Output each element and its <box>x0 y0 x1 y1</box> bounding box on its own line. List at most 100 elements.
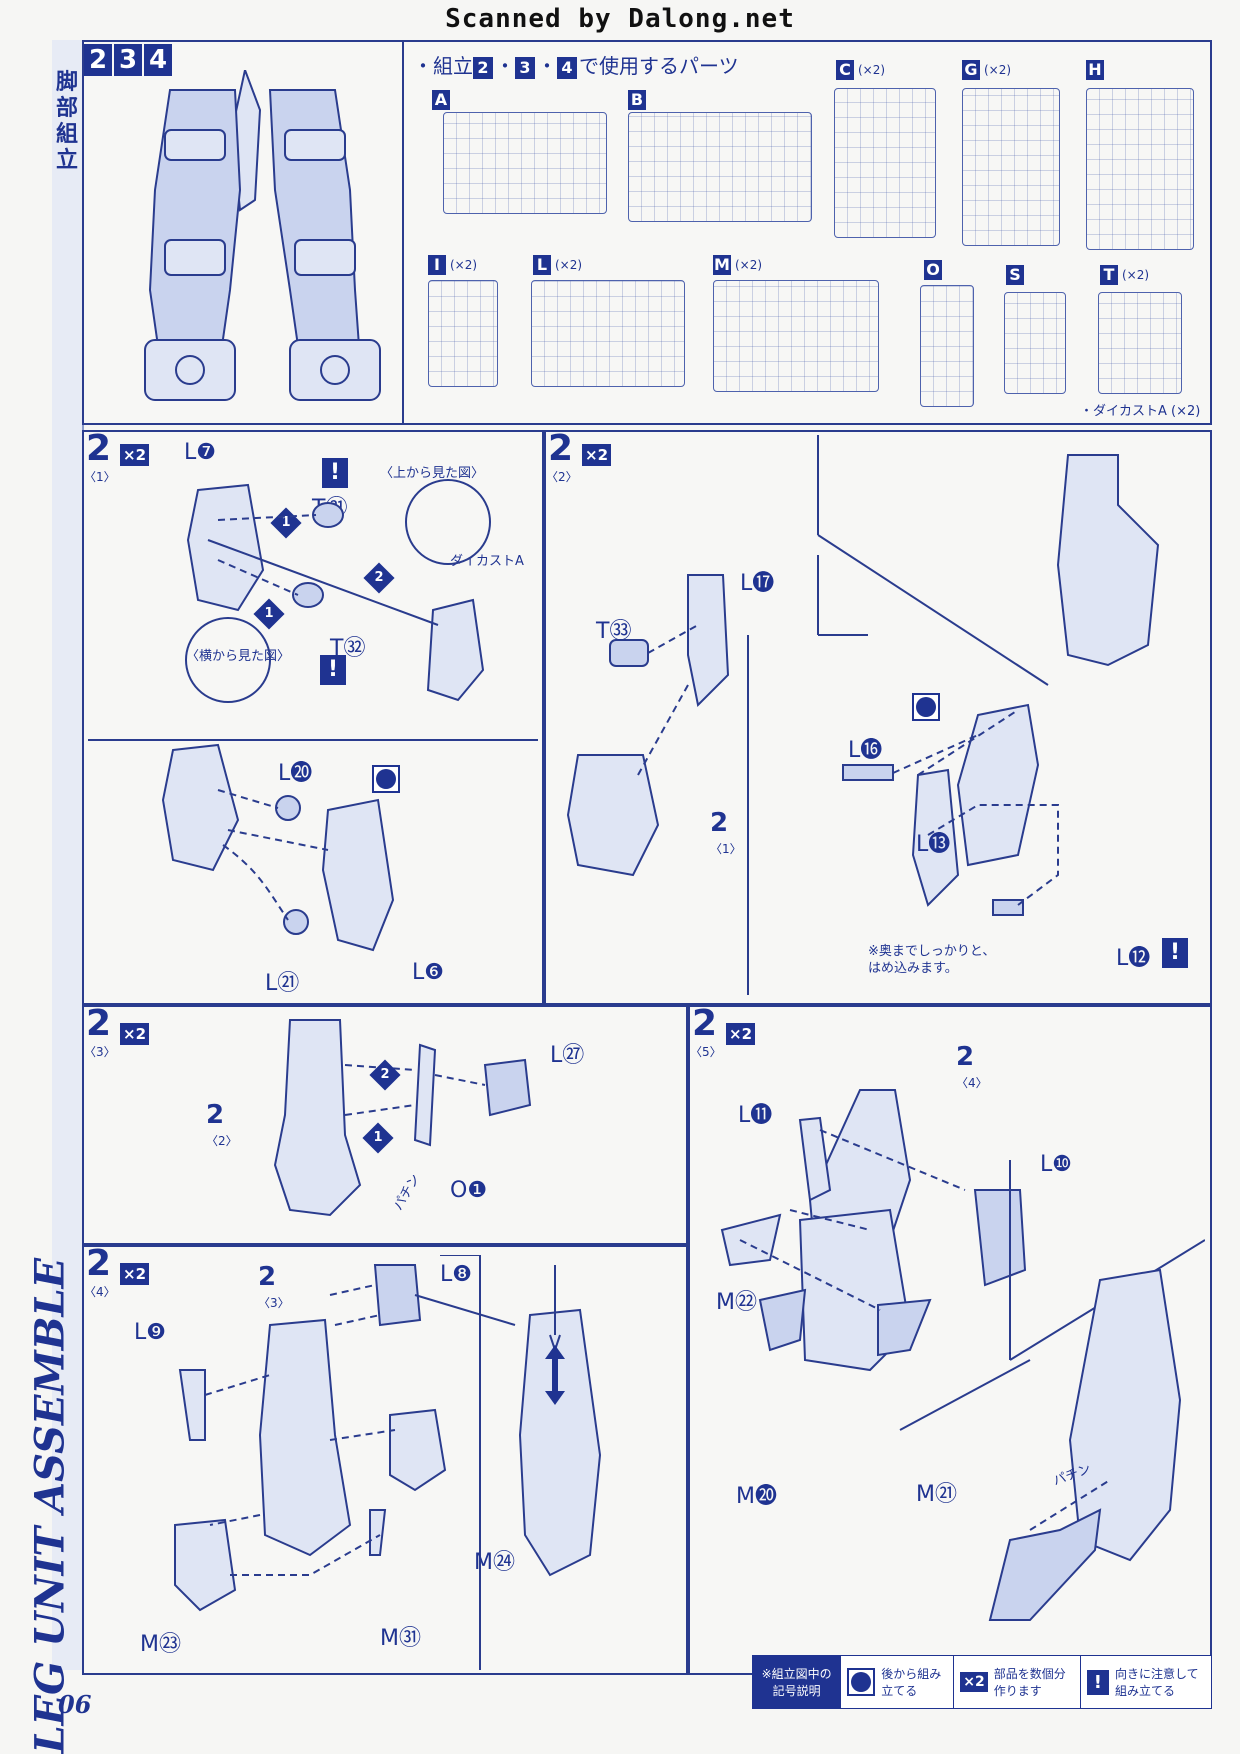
overview-parts-frame <box>402 40 1212 425</box>
sidebar-title-jp: 脚部組立 <box>55 70 78 173</box>
label-l27: L㉗ <box>550 1043 585 1068</box>
panel-2-1-step: 2 <box>86 428 112 469</box>
legend-caution: ! 向きに注意して組み立てる <box>1079 1656 1211 1708</box>
runner-i <box>428 280 498 387</box>
runner-qty-t: (×2) <box>1122 268 1150 282</box>
label-m22: M㉒ <box>716 1290 757 1315</box>
caution-icon: ! <box>320 655 346 685</box>
ref-step: 2 <box>956 1042 975 1072</box>
runner-c <box>834 88 936 238</box>
runner-b <box>628 112 812 222</box>
label-l10: L❿ <box>1040 1152 1072 1177</box>
ref-step: 2 <box>710 808 729 838</box>
label-m20: M⓴ <box>736 1484 777 1509</box>
runner-letter-i: I <box>428 255 446 275</box>
runner-qty-c: (×2) <box>858 63 886 77</box>
label-l20: L⓴ <box>278 761 313 786</box>
panel-2-3-sub: 〈3〉 <box>84 1045 116 1059</box>
panel-2-1-frame <box>82 430 544 1005</box>
panel-2-1-qty: ×2 <box>120 444 150 466</box>
runner-qty-l: (×2) <box>555 258 583 272</box>
label-l21: L㉑ <box>265 971 300 996</box>
panel-2-5-sub: 〈5〉 <box>690 1045 722 1059</box>
runner-a <box>443 112 607 214</box>
caution-icon: ! <box>1086 1669 1109 1695</box>
runner-qty-g: (×2) <box>984 63 1012 77</box>
label-l9: L❾ <box>134 1320 166 1345</box>
label-side-view: 〈横から見た図〉 <box>186 649 291 664</box>
runner-letter-h: H <box>1086 60 1104 80</box>
label-l17: L⓱ <box>740 571 775 596</box>
runner-s <box>1004 292 1066 394</box>
up-down-arrow-icon <box>545 1345 565 1405</box>
ref-sub: 〈3〉 <box>258 1296 290 1310</box>
runner-t <box>1098 292 1182 394</box>
panel-2-5-qty: ×2 <box>726 1023 756 1045</box>
panel-2-3-step: 2 <box>86 1003 112 1044</box>
panel-2-5-illustration <box>720 1089 1205 1621</box>
step-badge: 4 <box>144 44 172 76</box>
diecast-note: ・ダイカストA (×2) <box>1080 404 1201 419</box>
legs-illustration <box>144 70 381 401</box>
label-l13: L⓭ <box>916 832 951 857</box>
panel-2-2-note: ※奥までしっかりと、はめ込みます。 <box>868 944 996 976</box>
sidebar-title-en: LEG UNIT ASSEMBLE <box>26 1257 74 1754</box>
label-t33: T㉝ <box>596 619 632 644</box>
ref-step: 2 <box>206 1100 225 1130</box>
order-marker: 1 <box>362 1122 394 1154</box>
runner-h <box>1086 88 1194 250</box>
order-marker: 2 <box>369 1059 401 1091</box>
label-l7: L❼ <box>184 440 216 465</box>
panel-2-4-sub: 〈4〉 <box>84 1285 116 1299</box>
runner-letter-a: A <box>432 90 450 110</box>
panel-2-2-illustration <box>566 435 1160 995</box>
runner-letter-b: B <box>628 90 646 110</box>
panel-2-4-qty: ×2 <box>120 1263 150 1285</box>
panel-2-2-step: 2 <box>548 428 574 469</box>
runner-m <box>713 280 879 392</box>
ref-sub: 〈4〉 <box>956 1076 988 1090</box>
runner-qty-i: (×2) <box>450 258 478 272</box>
symbol-legend: ※組立図中の記号説明 後から組み立てる ×2 部品を数個分作ります ! 向きに注… <box>752 1655 1212 1709</box>
label-l11: L⓫ <box>738 1103 773 1128</box>
runner-o <box>920 285 974 407</box>
panel-2-3-frame <box>82 1005 688 1245</box>
panel-2-1-sub: 〈1〉 <box>84 470 116 484</box>
runner-letter-s: S <box>1006 265 1024 285</box>
runner-qty-m: (×2) <box>735 258 763 272</box>
step-badge: 3 <box>114 44 142 76</box>
panel-2-1-illustration <box>88 479 538 952</box>
panel-2-2-sub: 〈2〉 <box>546 470 578 484</box>
x2-icon: ×2 <box>960 1672 988 1692</box>
label-m21: M㉑ <box>916 1482 957 1507</box>
ref-sub: 〈1〉 <box>710 842 742 856</box>
legend-title: ※組立図中の記号説明 <box>753 1656 841 1708</box>
scan-credit: Scanned by Dalong.net <box>445 4 795 34</box>
label-m24: M㉔ <box>474 1550 515 1575</box>
runner-letter-m: M <box>713 255 731 275</box>
back-assemble-icon <box>912 693 940 721</box>
label-m31: M㉛ <box>380 1626 421 1651</box>
runner-letter-l: L <box>533 255 551 275</box>
runner-letter-g: G <box>962 60 980 80</box>
runner-letter-c: C <box>836 60 854 80</box>
label-l16: L⓰ <box>848 738 883 763</box>
runner-letter-t: T <box>1100 265 1118 285</box>
legend-back-assemble: 後から組み立てる <box>840 1656 953 1708</box>
panel-2-5-step: 2 <box>692 1003 718 1044</box>
back-assemble-icon <box>372 765 400 793</box>
runner-letter-o: O <box>924 260 942 280</box>
runner-l <box>531 280 685 387</box>
panel-2-3-qty: ×2 <box>120 1023 150 1045</box>
panel-2-4-step: 2 <box>86 1243 112 1284</box>
label-l8: L❽ <box>440 1262 472 1287</box>
label-l12: L⓬ <box>1116 946 1151 971</box>
panel-2-4-illustration <box>174 1255 602 1670</box>
panel-2-3-illustration <box>273 1019 532 1217</box>
label-m23: M㉓ <box>140 1632 181 1657</box>
page-number: 06 <box>58 1690 92 1719</box>
ref-step: 2 <box>258 1262 277 1292</box>
back-assemble-icon <box>847 1668 876 1696</box>
